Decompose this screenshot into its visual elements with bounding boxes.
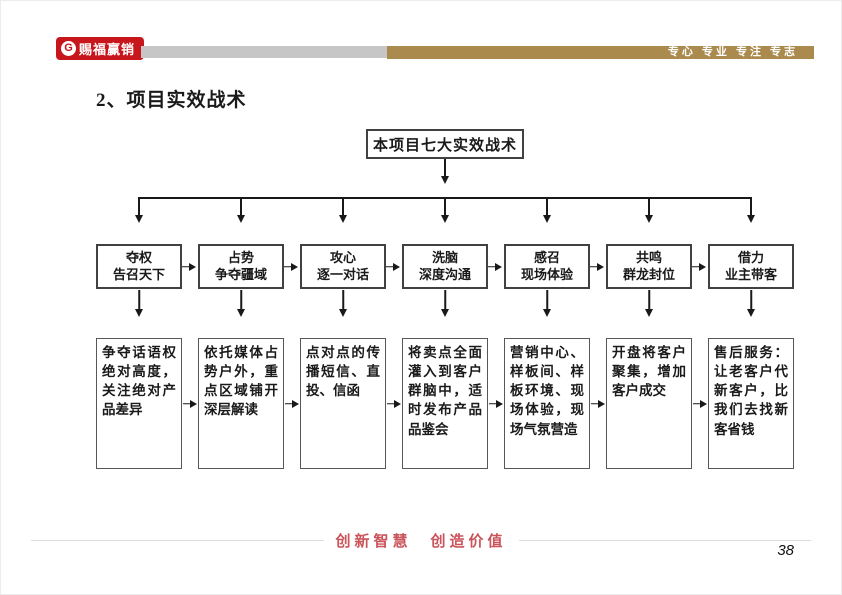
down-arrow-icon	[645, 215, 653, 223]
header-gray-bar	[141, 46, 387, 58]
drop-line	[138, 197, 140, 216]
tactic-name: 共鸣	[635, 249, 662, 265]
footer-slogan: 创新智慧 创造价值	[335, 533, 507, 550]
flow-column: 共鸣 群龙封位 开盘将客户聚集，增加客户成交	[606, 244, 692, 469]
header-slogan: 专心 专业 专注 专志	[667, 46, 798, 58]
tactic-box: 夺权 告召天下	[96, 244, 182, 289]
footer-divider	[518, 540, 812, 541]
down-arrow-icon	[402, 289, 488, 338]
drop-line	[444, 197, 446, 216]
drop-line	[342, 197, 344, 216]
flow-column: 攻心 逐一对话 点对点的传播短信、直投、信函	[300, 244, 386, 469]
down-arrow-icon	[606, 289, 692, 338]
root-arrow-icon	[441, 176, 449, 184]
footer: 创新智慧 创造价值	[31, 530, 812, 551]
tactic-name: 感召	[533, 249, 560, 265]
tactic-name: 占势	[227, 249, 254, 265]
tactic-box: 感召 现场体验	[504, 244, 590, 289]
footer-divider	[31, 540, 324, 541]
drop-line	[648, 197, 650, 216]
logo-icon: G	[61, 41, 76, 56]
logo-text: 赐福赢销	[79, 42, 136, 57]
flow-column: 借力 业主带客 售后服务：让老客户代新客户，比我们去找新客省钱	[708, 244, 794, 469]
flowchart: 本项目七大实效战术 夺权 告召天下 争夺话语权绝对高度，关注绝对产品差异	[96, 129, 794, 475]
down-arrow-icon	[96, 289, 182, 338]
down-arrow-icon	[543, 215, 551, 223]
down-arrow-icon	[135, 215, 143, 223]
page-title: 2、项目实效战术	[96, 90, 247, 111]
tactic-subtitle: 现场体验	[520, 266, 573, 282]
tactic-box: 共鸣 群龙封位	[606, 244, 692, 289]
drop-line	[546, 197, 548, 216]
tactic-subtitle: 业主带客	[724, 266, 777, 282]
header-gold-bar: 专心 专业 专注 专志	[387, 46, 814, 59]
detail-box: 争夺话语权绝对高度，关注绝对产品差异	[96, 338, 182, 469]
root-box: 本项目七大实效战术	[366, 129, 524, 159]
down-arrow-icon	[198, 289, 284, 338]
flow-column: 感召 现场体验 营销中心、样板间、样板环境、现场体验，现场气氛营造	[504, 244, 590, 469]
down-arrow-icon	[339, 215, 347, 223]
down-arrow-icon	[504, 289, 590, 338]
drop-line	[240, 197, 242, 216]
detail-box: 营销中心、样板间、样板环境、现场体验，现场气氛营造	[504, 338, 590, 469]
flow-column: 占势 争夺疆域 依托媒体占势户外，重点区域铺开深层解读	[198, 244, 284, 469]
flow-column: 夺权 告召天下 争夺话语权绝对高度，关注绝对产品差异	[96, 244, 182, 469]
down-arrow-icon	[237, 215, 245, 223]
tactic-subtitle: 告召天下	[112, 266, 165, 282]
detail-box: 点对点的传播短信、直投、信函	[300, 338, 386, 469]
tactic-subtitle: 逐一对话	[316, 266, 369, 282]
tactic-name: 夺权	[125, 249, 152, 265]
tactic-subtitle: 深度沟通	[418, 266, 471, 282]
down-arrow-icon	[747, 215, 755, 223]
tactic-subtitle: 群龙封位	[622, 266, 675, 282]
root-connector-line	[444, 159, 446, 177]
tactic-name: 攻心	[329, 249, 356, 265]
down-arrow-icon	[708, 289, 794, 338]
page-number: 38	[777, 542, 794, 559]
down-arrow-icon	[441, 215, 449, 223]
flow-column: 洗脑 深度沟通 将卖点全面灌入到客户群脑中，适时发布产品品鉴会	[402, 244, 488, 469]
drop-line	[750, 197, 752, 216]
logo: G 赐福赢销	[56, 37, 144, 60]
tactic-subtitle: 争夺疆域	[214, 266, 267, 282]
flow-columns: 夺权 告召天下 争夺话语权绝对高度，关注绝对产品差异 占势 争夺疆域 依托媒体占…	[96, 244, 794, 469]
tactic-box: 攻心 逐一对话	[300, 244, 386, 289]
tactic-name: 洗脑	[431, 249, 458, 265]
tactic-box: 占势 争夺疆域	[198, 244, 284, 289]
down-arrow-icon	[300, 289, 386, 338]
detail-box: 开盘将客户聚集，增加客户成交	[606, 338, 692, 469]
detail-box: 依托媒体占势户外，重点区域铺开深层解读	[198, 338, 284, 469]
tactic-box: 借力 业主带客	[708, 244, 794, 289]
detail-box: 将卖点全面灌入到客户群脑中，适时发布产品品鉴会	[402, 338, 488, 469]
tactic-name: 借力	[737, 249, 764, 265]
detail-box: 售后服务：让老客户代新客户，比我们去找新客省钱	[708, 338, 794, 469]
tactic-box: 洗脑 深度沟通	[402, 244, 488, 289]
